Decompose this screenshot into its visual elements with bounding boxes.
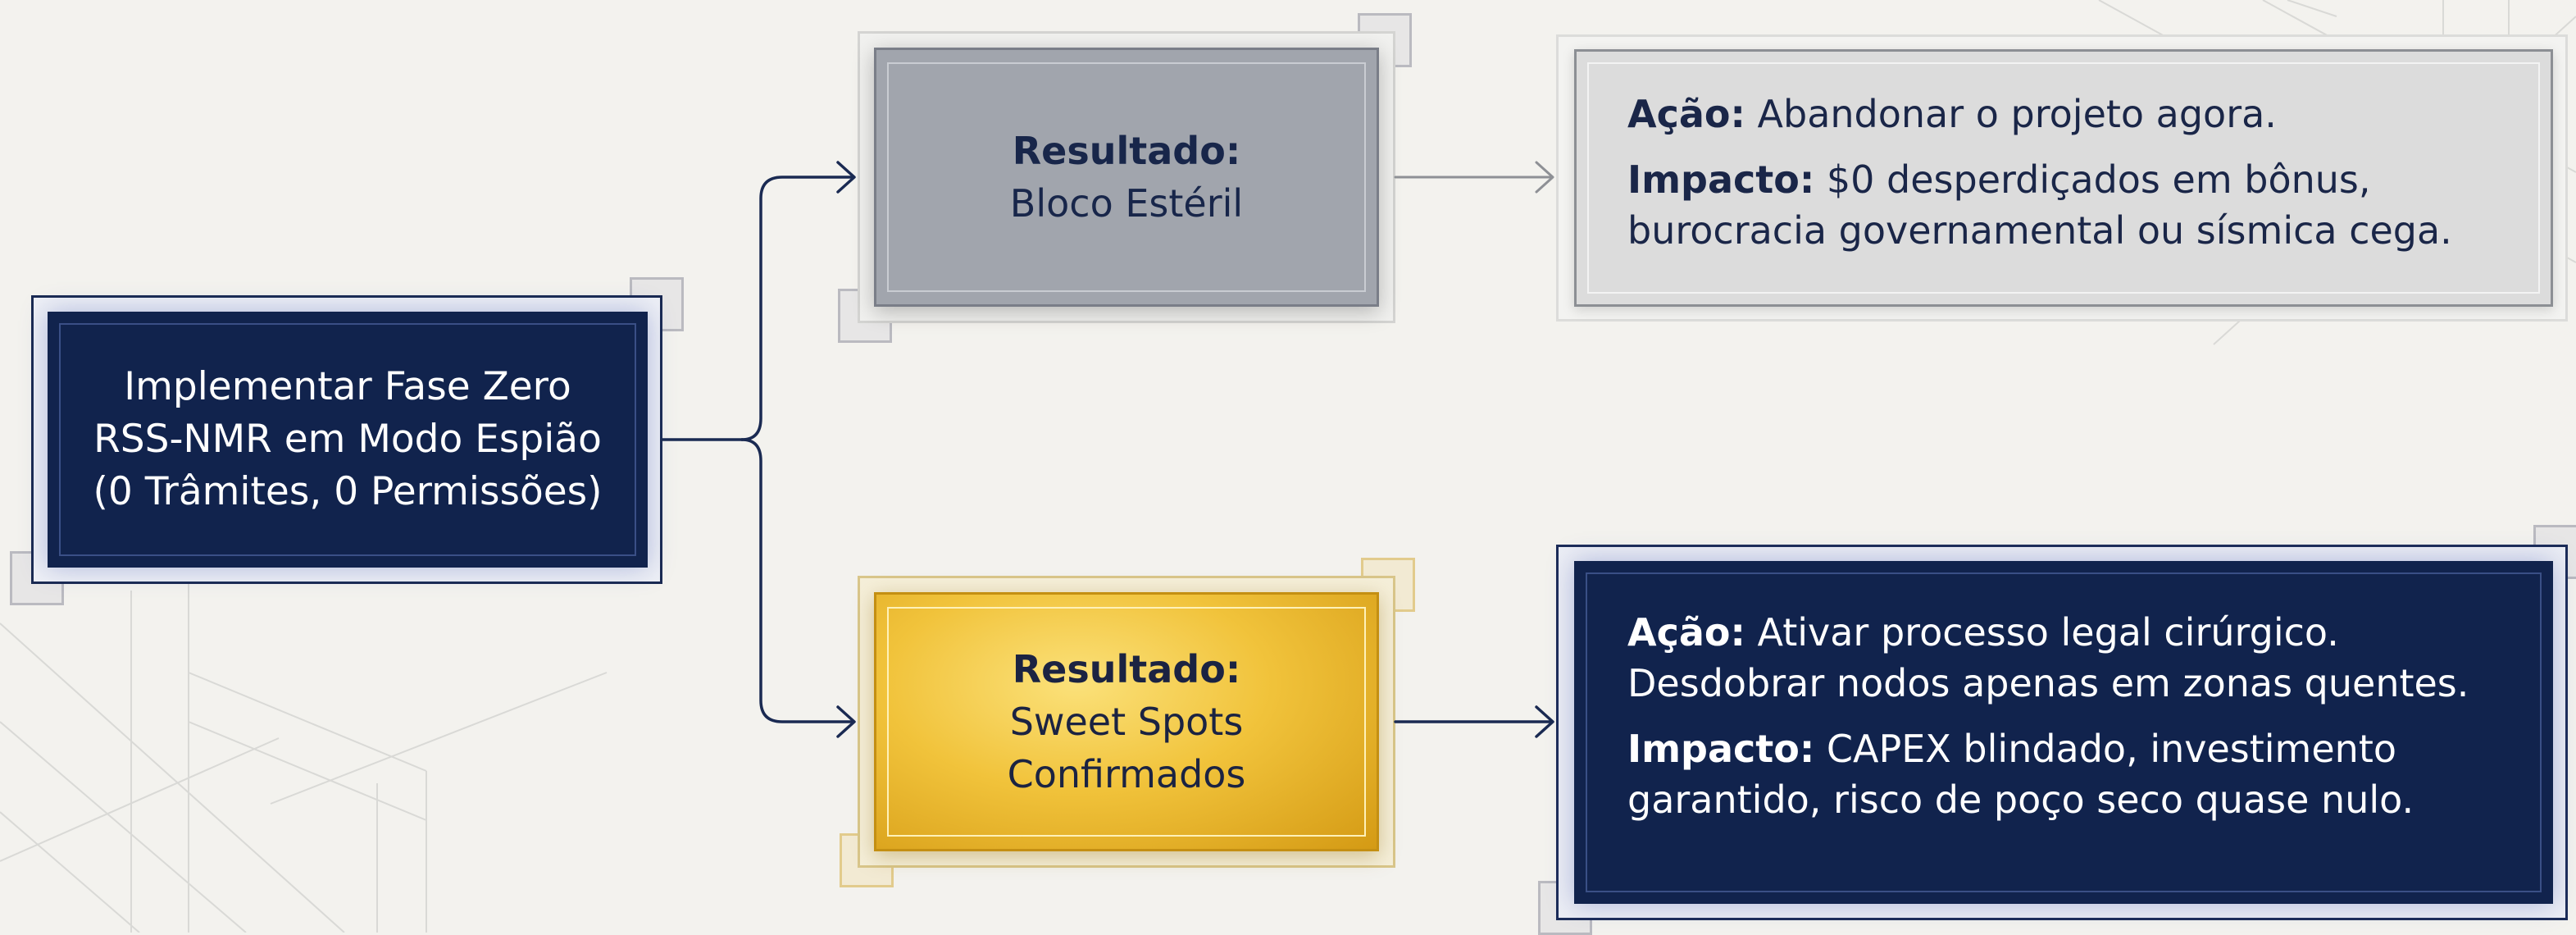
action-top-text: Ação: Abandonar o projeto agora. Impacto… — [1627, 89, 2537, 256]
action-bottom-impact-line: Impacto: CAPEX blindado, investimento — [1627, 723, 2537, 774]
result-top-text: Resultado: Bloco Estéril — [874, 48, 1379, 307]
impact-text-line: garantido, risco de poço seco quase nulo… — [1627, 778, 2414, 822]
result-bottom-line: Confirmados — [1007, 752, 1246, 796]
action-bottom-box — [1574, 561, 2553, 904]
result-bottom-text: Resultado: Sweet Spots Confirmados — [874, 592, 1379, 851]
action-label: Ação: — [1627, 610, 1745, 654]
result-bottom-box — [874, 592, 1379, 851]
root-node-inner-border — [59, 323, 636, 556]
arrowhead-bottom-action — [1535, 705, 1554, 738]
action-text-line: Desdobrar nodos apenas em zonas quentes. — [1627, 661, 2469, 705]
impact-text: $0 desperdiçados em bônus, — [1826, 157, 2371, 202]
branch-connector-bottom — [740, 438, 854, 723]
result-bottom-line: Sweet Spots — [1009, 700, 1244, 744]
action-top-inner-border — [1587, 62, 2540, 294]
result-top-inner-border — [887, 62, 1366, 292]
result-bottom-inner-border — [887, 607, 1366, 837]
arrowhead-top-action — [1535, 161, 1554, 194]
root-line: Implementar Fase Zero — [124, 364, 571, 409]
root-node-text: Implementar Fase Zero RSS-NMR em Modo Es… — [48, 312, 648, 568]
arrowhead-top-result — [836, 161, 856, 194]
action-label: Ação: — [1627, 92, 1745, 136]
action-top-box — [1574, 49, 2553, 307]
root-line: RSS-NMR em Modo Espião — [93, 417, 602, 462]
impact-text: CAPEX blindado, investimento — [1826, 727, 2397, 771]
root-line: (0 Trâmites, 0 Permissões) — [93, 469, 603, 514]
branch-connector-top — [740, 176, 854, 441]
action-bottom-action-line: Ação: Ativar processo legal cirúrgico. — [1627, 607, 2537, 658]
arrowhead-bottom-result — [836, 705, 856, 738]
action-top-impact-line: Impacto: $0 desperdiçados em bônus, — [1627, 154, 2537, 205]
result-top-line: Bloco Estéril — [1009, 181, 1244, 226]
action-text: Abandonar o projeto agora. — [1757, 92, 2277, 136]
action-bottom-text: Ação: Ativar processo legal cirúrgico. D… — [1627, 607, 2537, 825]
action-bottom-inner-border — [1586, 572, 2542, 892]
action-text: Ativar processo legal cirúrgico. — [1757, 610, 2339, 654]
root-node-box — [48, 312, 648, 568]
impact-label: Impacto: — [1627, 157, 1815, 202]
impact-text-line: burocracia governamental ou sísmica cega… — [1627, 208, 2452, 253]
result-bottom-label: Resultado: — [1012, 647, 1241, 691]
result-top-label: Resultado: — [1012, 129, 1241, 173]
result-top-box — [874, 48, 1379, 307]
action-top-action-line: Ação: Abandonar o projeto agora. — [1627, 89, 2537, 139]
impact-label: Impacto: — [1627, 727, 1815, 771]
